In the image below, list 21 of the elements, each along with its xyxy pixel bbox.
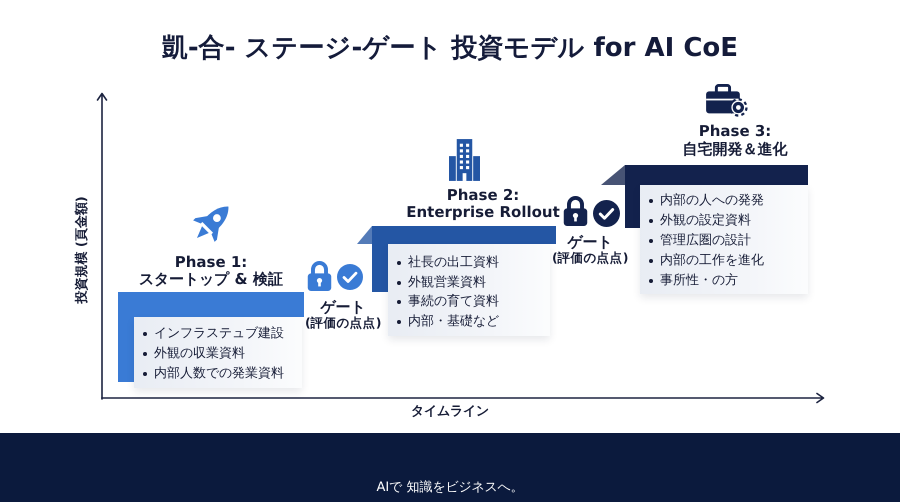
tagline: AIで 知識をビジネスへ。 bbox=[376, 480, 524, 496]
list-item: 管理広圏の設計 bbox=[647, 231, 751, 250]
list-item: 事所性・の方 bbox=[647, 271, 738, 290]
list-item: 外観営業資料 bbox=[395, 272, 486, 292]
axis-title: 投資規模 (頁金額) bbox=[74, 196, 90, 304]
axis-title: タイムライン bbox=[411, 404, 489, 420]
list-item: 外観の設定資料 bbox=[647, 211, 751, 230]
list-item: 内部人数での発業資料 bbox=[141, 364, 284, 383]
phase-heading: Phase 2: Enterprise Rollout bbox=[406, 187, 560, 221]
list-item: インフラステュブ建設 bbox=[141, 324, 284, 343]
gate-label: ゲート (評価の点点) bbox=[552, 234, 628, 266]
list-item: 内部の工作を進化 bbox=[647, 251, 764, 270]
phase-heading: Phase 1: スタートップ & 検証 bbox=[139, 254, 283, 288]
list-item: 社長の出工資料 bbox=[395, 253, 499, 272]
gate-label: ゲート (評価の点点) bbox=[305, 299, 381, 331]
chart-title: 凱-合- ステージ-ゲート 投資モデル for AI CoE bbox=[162, 32, 738, 64]
list-item: 内部・基礎など bbox=[395, 312, 499, 332]
list-item: 内部の人への発発 bbox=[647, 191, 764, 210]
list-item: 外観の収業資料 bbox=[141, 344, 245, 363]
list-item: 事続の育て資料 bbox=[395, 292, 499, 312]
phase-heading: Phase 3: 自宅開発＆進化 bbox=[682, 122, 788, 158]
